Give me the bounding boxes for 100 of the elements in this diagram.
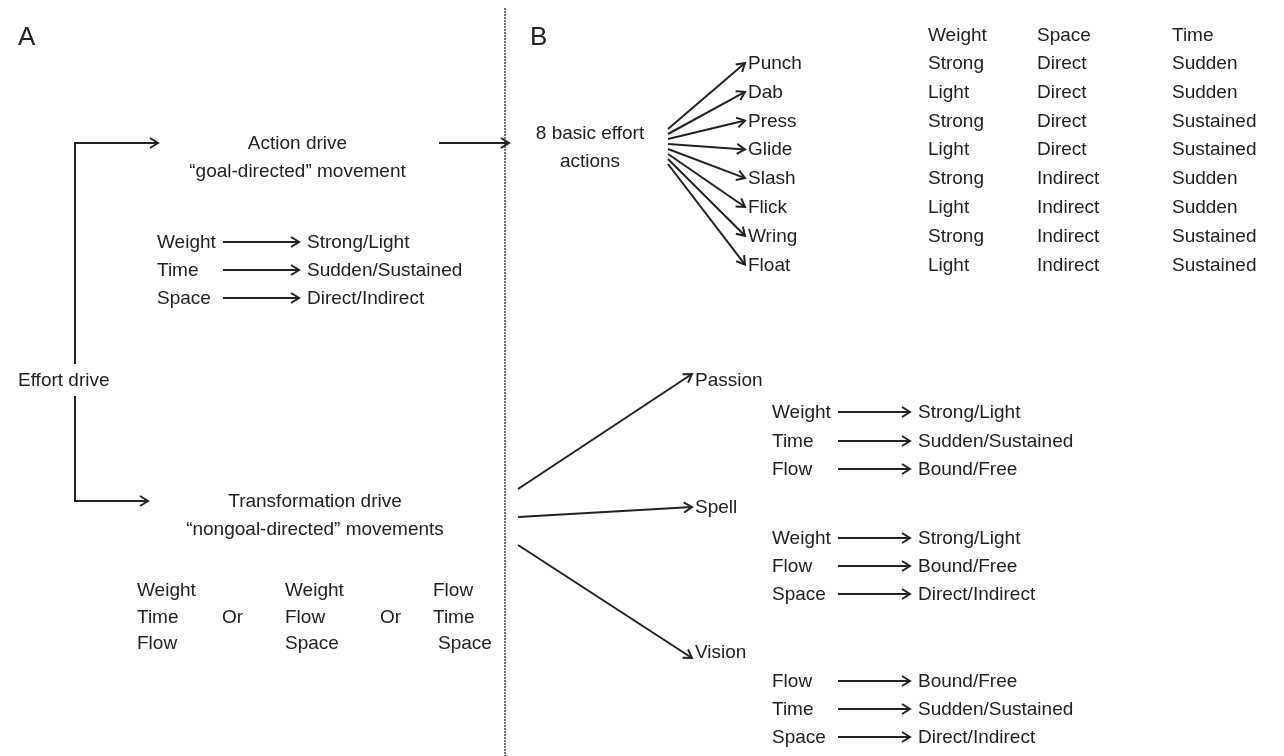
factor-label: Time [772,427,834,455]
table-cell-text: Sustained [1172,223,1257,248]
arrow [222,292,300,304]
factor-label: Time [157,256,219,284]
arrow [438,137,510,149]
factor-label: Flow [772,667,834,695]
arrow [74,395,149,507]
factor-label: Space [772,723,834,751]
quality-label: Strong/Light [918,398,1021,426]
table-cell-text: Indirect [1037,223,1100,248]
concept-label: Effort drive [18,366,110,394]
factor-label: Space [285,631,339,655]
table-cell-text: Sustained [1172,108,1257,133]
table-cell-text: Sudden [1172,166,1238,191]
factor-label: Space [157,284,219,312]
column-header: Space [1037,23,1091,47]
table-cell-text: Sudden [1172,195,1238,219]
arrow [837,463,911,475]
quality-label: Sudden/Sustained [918,427,1074,455]
action-label: Punch [748,49,802,77]
arrow [517,544,693,659]
arrow [837,532,911,544]
factor-label: Weight [772,398,834,426]
factor-label: Or [222,605,244,629]
arrow [667,116,746,140]
arrow [517,501,693,518]
table-cell-text: Indirect [1037,252,1100,277]
quality-label: Sudden/Sustained [307,256,463,284]
action-label: Glide [748,135,793,164]
quality-label: Direct/Indirect [918,580,1036,608]
table-cell-text: Direct [1037,137,1087,162]
arrow [667,62,746,130]
factor-label: Flow [772,455,834,483]
factor-label: Or [380,605,402,629]
quality-label: Bound/Free [918,455,1018,483]
factor-label: Time [772,695,834,723]
column-header: Time [1172,23,1214,47]
factor-label: Space [772,580,834,608]
factor-label: Time [433,605,475,629]
arrow [837,560,911,572]
arrow [667,148,746,182]
drive-title: Transformation drive [227,489,403,513]
factor-label: Time [137,605,179,629]
factor-label: Weight [772,524,834,552]
quality-label: Bound/Free [918,667,1018,695]
quality-label: Strong/Light [307,228,410,256]
table-cell-text: Strong [928,166,984,191]
table-cell-text: Strong [928,108,984,133]
table-cell-text: Light [928,137,970,162]
table-cell-text: Light [928,252,970,277]
quality-label: Direct/Indirect [307,284,425,312]
arrow [222,264,300,276]
quality-label: Direct/Indirect [918,723,1036,751]
arrow [222,236,300,248]
arrow [837,588,911,600]
arrow [667,158,746,237]
arrow [837,435,911,447]
arrow [74,137,159,365]
drive-title: Action drive [246,131,349,155]
quality-label: Sudden/Sustained [918,695,1074,723]
factor-label: Weight [157,228,219,256]
action-label: Press [748,106,797,135]
arrow [837,703,911,715]
quality-label: Bound/Free [918,552,1018,580]
arrow [517,373,693,490]
panel-letter: A [18,22,36,50]
table-cell-text: Sustained [1172,252,1257,277]
table-cell-text: Direct [1037,79,1087,104]
factor-label: Weight [285,578,344,602]
action-label: Passion [695,366,763,394]
table-cell-text: Sudden [1172,79,1238,104]
action-label: Float [748,250,791,279]
table-cell-text: Direct [1037,51,1087,75]
drive-description: “goal-directed” movement [188,159,407,183]
column-header: Weight [928,23,987,47]
drive-description: “nongoal-directed” movements [185,517,445,541]
factor-label: Space [438,631,492,655]
action-label: Spell [695,493,738,521]
table-cell-text: Strong [928,51,984,75]
action-label: Flick [748,193,788,221]
factor-label: Flow [137,631,178,655]
action-label: Wring [748,221,798,250]
quality-label: Strong/Light [918,524,1021,552]
table-cell-text: Sudden [1172,51,1238,75]
concept-label: 8 basic effort actions [515,119,665,175]
table-cell-text: Indirect [1037,195,1100,219]
arrow [667,90,746,135]
arrow [667,163,746,266]
table-cell-text: Light [928,195,970,219]
panel-letter: B [530,22,548,50]
arrow [837,731,911,743]
factor-label: Weight [137,578,196,602]
table-cell-text: Strong [928,223,984,248]
arrow [837,675,911,687]
table-cell-text: Light [928,79,970,104]
factor-label: Flow [433,578,474,602]
action-label: Slash [748,164,796,193]
arrow [837,406,911,418]
action-label: Vision [695,638,747,666]
factor-label: Flow [285,605,326,629]
